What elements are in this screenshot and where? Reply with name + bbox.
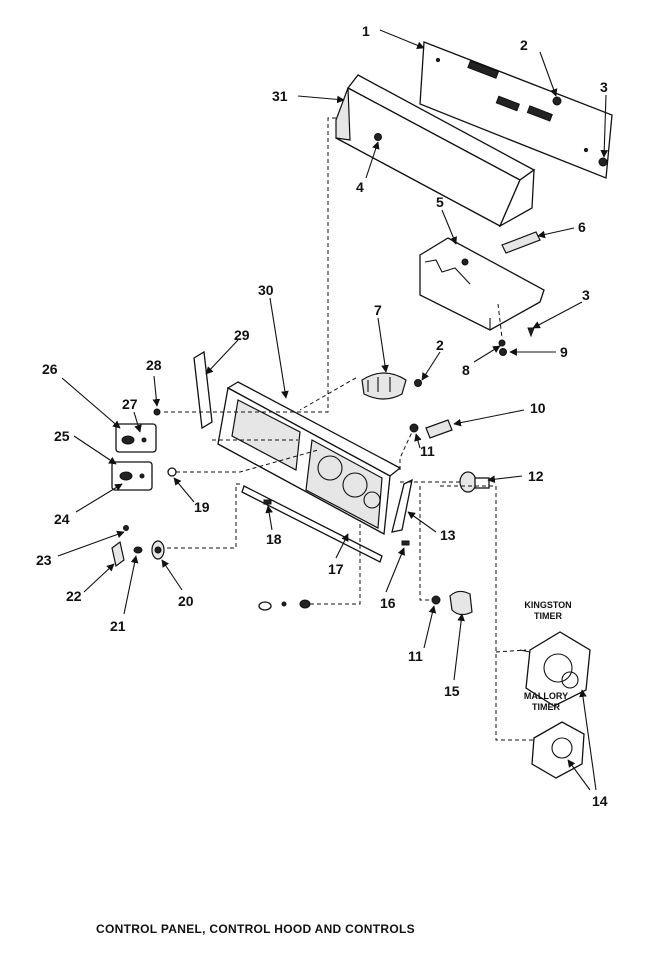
trim-strip-part-17 — [241, 485, 383, 563]
knob-part-15 — [449, 590, 473, 616]
mallory-label-1: MALLORY — [524, 691, 568, 701]
screw-part-3-lower — [527, 327, 535, 338]
assembly-lines — [162, 117, 534, 741]
callout-30: 30 — [258, 282, 274, 298]
callout-28: 28 — [146, 357, 162, 373]
callout-10: 10 — [530, 400, 546, 416]
callout-18: 18 — [266, 531, 282, 547]
callout-13: 13 — [440, 527, 456, 543]
switch-part-7 — [361, 372, 407, 400]
callout-11: 11 — [420, 443, 435, 459]
callout-19: 19 — [194, 499, 210, 515]
screw-part-2-top — [552, 96, 562, 106]
screw-part-9 — [499, 348, 507, 356]
callout-27: 27 — [122, 396, 138, 412]
diagram-caption: CONTROL PANEL, CONTROL HOOD AND CONTROLS — [96, 922, 415, 936]
timer-labels: KINGSTON TIMER MALLORY TIMER — [524, 600, 572, 712]
callout-14: 14 — [592, 793, 608, 809]
screw-part-23 — [123, 525, 129, 531]
callout-23: 23 — [36, 552, 52, 568]
back-panel-part-1 — [419, 41, 613, 179]
clip-part-6 — [501, 231, 541, 254]
callout-20: 20 — [178, 593, 194, 609]
callout-8: 8 — [462, 362, 470, 378]
screw-part-28 — [153, 408, 161, 416]
callout-11b: 11 — [408, 648, 423, 664]
callout-16: 16 — [380, 595, 396, 611]
selector-switch-part-10 — [425, 419, 453, 439]
clip-part-18 — [263, 499, 272, 505]
callout-3: 3 — [600, 79, 608, 95]
control-panel-part-30 — [217, 381, 402, 536]
callout-31: 31 — [272, 88, 288, 104]
callout-5: 5 — [436, 194, 444, 210]
hardware-loose — [258, 599, 311, 611]
callout-17: 17 — [328, 561, 344, 577]
screw-part-4 — [374, 133, 382, 141]
knob-part-12 — [459, 471, 490, 493]
bracket-plate-part-5 — [419, 237, 545, 331]
clip-part-16 — [401, 540, 410, 546]
knob-part-22 — [111, 540, 125, 568]
kingston-label-1: KINGSTON — [524, 600, 571, 610]
nut-part-11 — [409, 423, 419, 433]
plate-part-25 — [111, 461, 153, 491]
callout-22: 22 — [66, 588, 82, 604]
callout-9: 9 — [560, 344, 568, 360]
kingston-label-2: TIMER — [534, 611, 562, 621]
callout-1: 1 — [362, 23, 370, 39]
callout-labels: 1 2 3 31 4 5 6 3 9 8 7 2 30 29 28 26 27 … — [36, 23, 608, 809]
callout-12: 12 — [528, 468, 544, 484]
side-bracket-part-29 — [193, 350, 213, 430]
plate-part-26 — [115, 423, 157, 453]
callout-24: 24 — [54, 511, 70, 527]
mallory-timer — [531, 721, 585, 779]
callout-21: 21 — [110, 618, 126, 634]
callout-15: 15 — [444, 683, 460, 699]
callout-7: 7 — [374, 302, 382, 318]
callout-2: 2 — [520, 37, 528, 53]
callout-29: 29 — [234, 327, 250, 343]
nut-part-11-lower — [431, 595, 441, 605]
callout-2b: 2 — [436, 337, 444, 353]
washer-part-8 — [498, 339, 506, 347]
callout-4: 4 — [356, 179, 364, 195]
leader-lines — [57, 29, 609, 791]
mallory-label-2: TIMER — [532, 702, 560, 712]
side-bracket-part-13 — [391, 478, 413, 533]
control-hood-part-31 — [335, 74, 536, 228]
nut-part-19 — [167, 467, 177, 477]
callout-3b: 3 — [582, 287, 590, 303]
screw-part-3-top — [598, 157, 608, 167]
spring-part-21 — [133, 546, 143, 554]
callout-26: 26 — [42, 361, 58, 377]
screw-part-2-lower — [414, 379, 422, 387]
knob-part-20 — [151, 540, 165, 560]
callout-6: 6 — [578, 219, 586, 235]
callout-25: 25 — [54, 428, 70, 444]
